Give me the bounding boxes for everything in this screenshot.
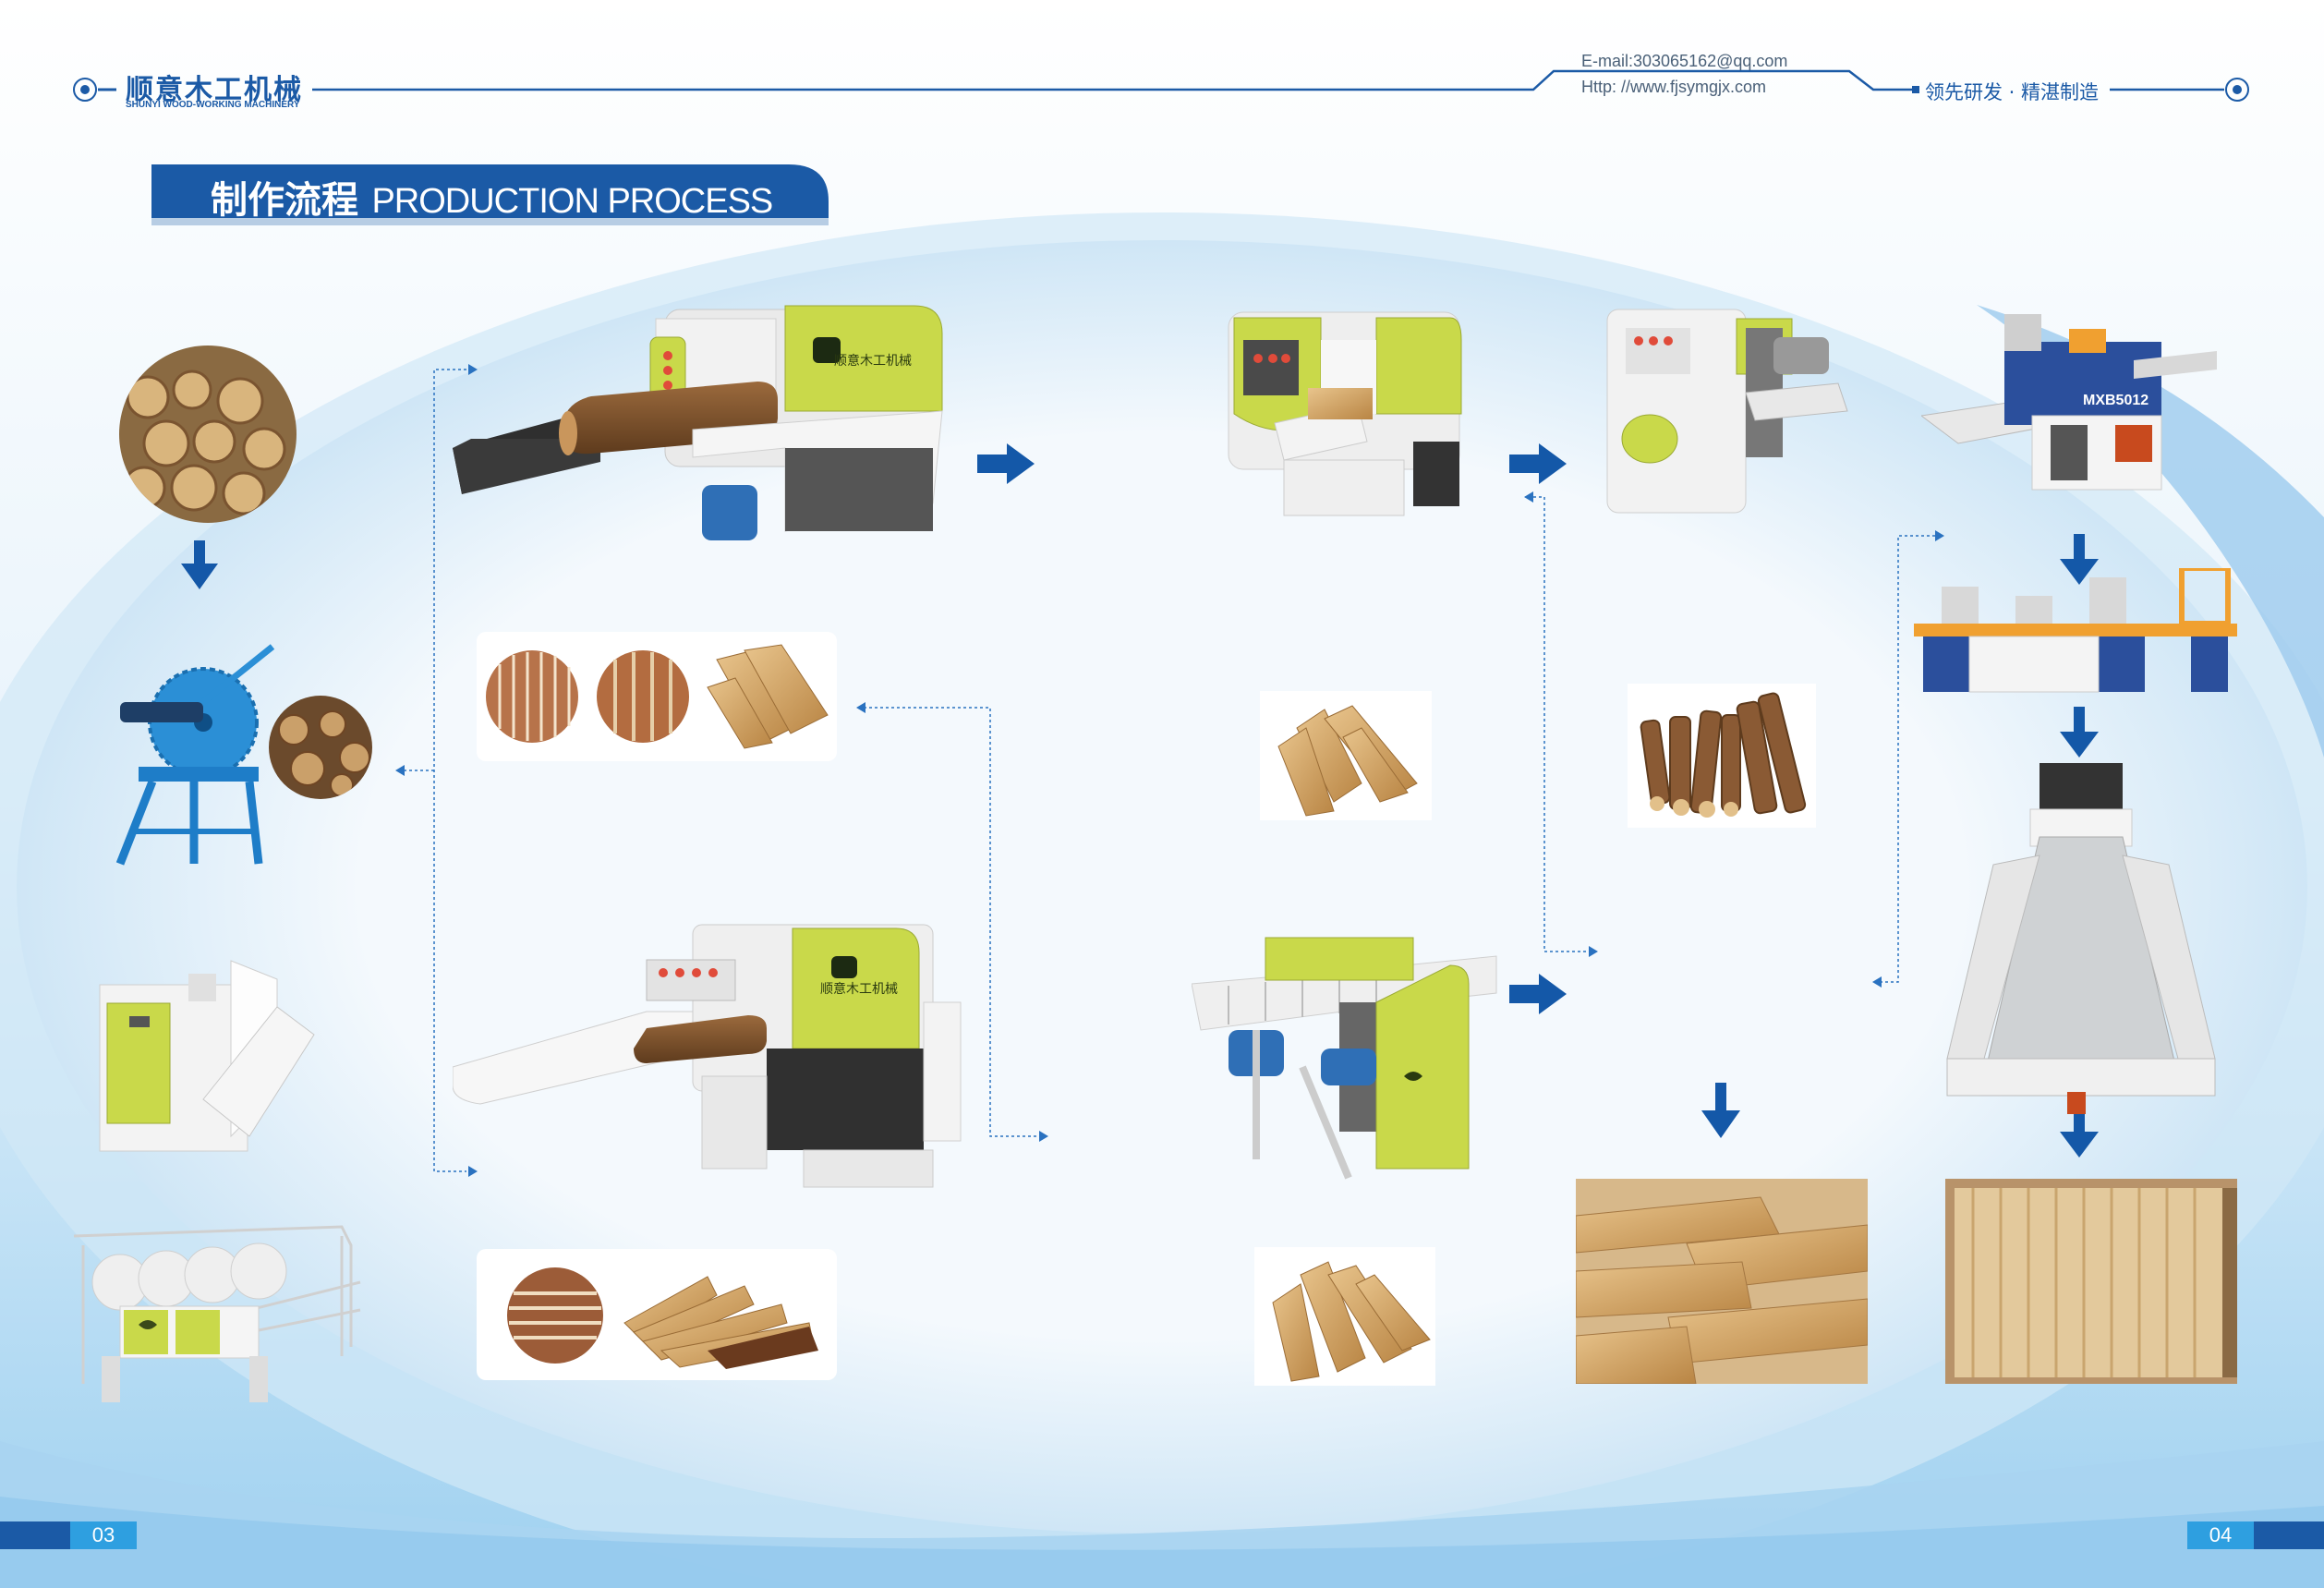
page-number-left: 03 — [70, 1521, 137, 1549]
multi-blade-saw-machine — [73, 1225, 361, 1402]
header-website: Http: //www.fjsymgjx.com — [1581, 78, 1767, 96]
slab-resaw-machine — [1606, 309, 1848, 514]
sawn-boards-photo-top — [486, 644, 829, 749]
page-number-right: 04 — [2187, 1521, 2254, 1549]
page-title: 制作流程 PRODUCTION PROCESS — [211, 170, 773, 224]
footer-bar-right — [2254, 1521, 2324, 1549]
finger-joint-shaper: MXB5012 — [1921, 314, 2217, 491]
raw-logs-photo — [119, 345, 297, 523]
debarking-saw-machine — [99, 960, 315, 1152]
edged-lumber-photo-1 — [1277, 705, 1418, 817]
flow-line-arrow-icon — [395, 364, 1944, 1177]
cut-logs-photo — [269, 696, 372, 799]
machine-model: MXB5012 — [2083, 393, 2148, 408]
slab-wood-photo — [1640, 692, 1807, 818]
header-rule — [73, 69, 2249, 102]
arrow-down-icon — [181, 540, 218, 589]
panel-glue-press — [1946, 763, 2216, 1114]
machine-label: 顺意木工机械 — [834, 353, 912, 368]
arrow-right-icon — [1509, 974, 1567, 1014]
page-title-cn: 制作流程 — [211, 179, 358, 222]
header-slogan: 领先研发 · 精湛制造 — [1925, 81, 2100, 103]
page-number-right-text: 04 — [2209, 1523, 2233, 1546]
finished-panel-photo — [1945, 1179, 2237, 1384]
machine-label: 顺意木工机械 — [820, 981, 898, 996]
header-email: E-mail:303065162@qq.com — [1581, 52, 1788, 70]
log-cutoff-saw — [115, 644, 275, 866]
footer-bar-left — [0, 1521, 70, 1549]
edged-lumber-photo-2 — [1272, 1261, 1431, 1382]
arrow-down-icon — [2060, 707, 2099, 758]
finger-joint-assembler — [1914, 568, 2237, 693]
page-title-en: PRODUCTION PROCESS — [371, 182, 773, 221]
twin-blade-saw-bottom: 顺意木工机械 — [453, 924, 962, 1188]
twin-blade-saw-top: 顺意木工机械 — [453, 305, 943, 540]
brand-name-en: SHUNYI WOOD-WORKING MACHINERY — [126, 100, 300, 110]
arrow-right-icon — [977, 443, 1035, 484]
multi-rip-saw-machine — [1192, 937, 1497, 1180]
lumber-stack-photo — [1576, 1179, 1868, 1384]
arrow-down-icon — [2060, 1107, 2099, 1158]
arrow-down-icon — [2060, 534, 2099, 585]
brand-name-cn: 顺意木工机械 — [126, 74, 303, 106]
title-banner — [151, 164, 829, 225]
edger-machine-top — [1228, 311, 1462, 516]
page-number-left-text: 03 — [91, 1523, 115, 1546]
arrow-down-icon — [1701, 1083, 1740, 1138]
sawn-boards-photo-bottom — [507, 1267, 818, 1369]
arrow-right-icon — [1509, 443, 1567, 484]
